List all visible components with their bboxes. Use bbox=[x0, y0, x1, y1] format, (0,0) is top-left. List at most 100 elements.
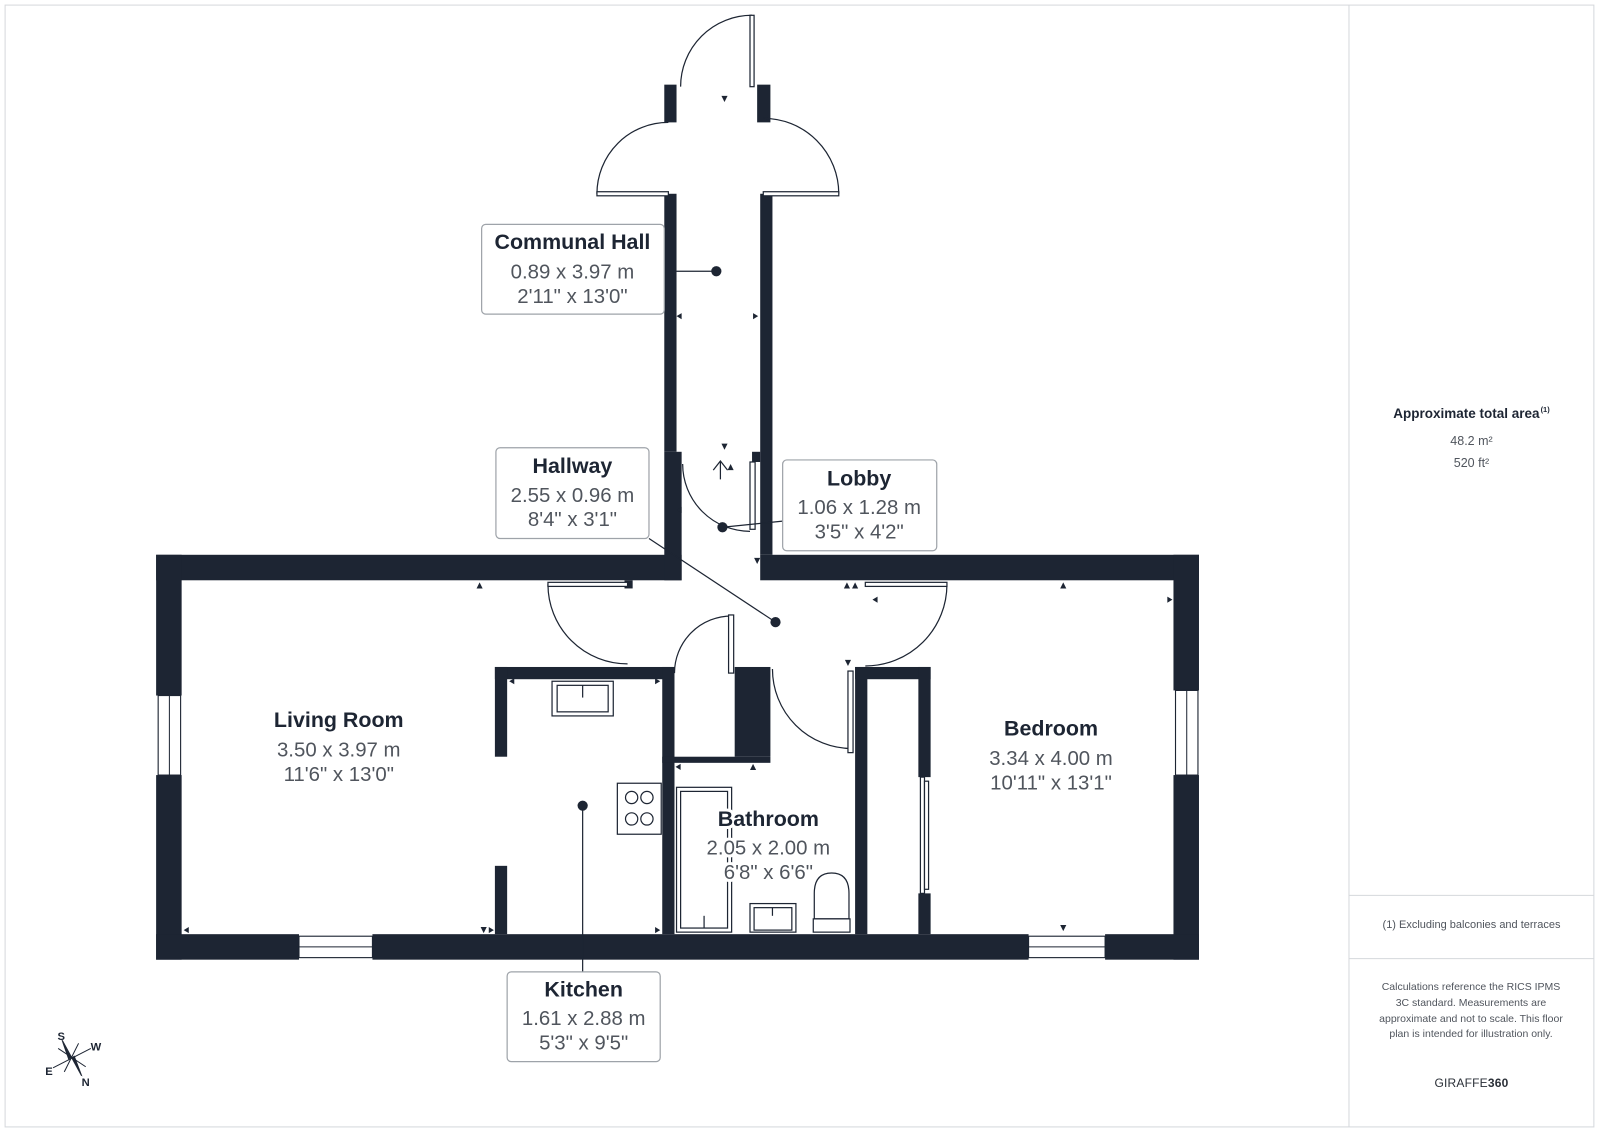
room-dimensions-imperial: 11'6" x 13'0" bbox=[284, 764, 394, 786]
wall-segment bbox=[1173, 554, 1199, 691]
wall-segment bbox=[156, 554, 682, 581]
wall-segment bbox=[760, 193, 773, 555]
toilet-icon bbox=[812, 872, 851, 933]
dimension-marker bbox=[750, 763, 757, 770]
footnote-marker: (1) bbox=[1540, 405, 1550, 414]
room-label-hallway: Hallway 2.55 x 0.96 m 8'4" x 3'1" bbox=[495, 447, 650, 540]
room-name: Living Room bbox=[274, 708, 404, 732]
door-communal-right bbox=[762, 117, 840, 197]
dimension-marker bbox=[844, 659, 852, 666]
room-pin-hallway bbox=[648, 537, 781, 628]
dimension-marker bbox=[721, 95, 728, 102]
wall-segment bbox=[760, 554, 1199, 581]
wall-segment bbox=[156, 554, 182, 696]
wall-segment bbox=[494, 666, 508, 757]
room-dimensions-imperial: 2'11" x 13'0" bbox=[517, 286, 627, 308]
wall-segment bbox=[855, 666, 868, 935]
room-dimensions-metric: 1.61 x 2.88 m bbox=[522, 1008, 646, 1030]
wall-segment bbox=[664, 451, 682, 581]
door-bedroom bbox=[864, 581, 948, 667]
dimension-marker bbox=[1060, 924, 1067, 932]
room-label-bathroom: Bathroom 2.05 x 2.00 m 6'8" x 6'6" bbox=[704, 804, 834, 887]
room-dimensions-imperial: 5'3" x 9'5" bbox=[539, 1032, 628, 1054]
room-pin-communal-hall bbox=[676, 266, 722, 277]
total-area-heading: Approximate total area(1) bbox=[1349, 405, 1594, 421]
room-dimensions-metric: 3.34 x 4.00 m bbox=[989, 748, 1113, 770]
wall-segment bbox=[664, 84, 677, 123]
door-jamb bbox=[624, 580, 633, 589]
wall-segment bbox=[494, 666, 674, 680]
room-label-bedroom: Bedroom 3.34 x 4.00 m 10'11" x 13'1" bbox=[989, 716, 1113, 794]
room-name: Communal Hall bbox=[495, 230, 651, 254]
wall-segment bbox=[372, 934, 1029, 960]
wall-segment bbox=[156, 775, 182, 960]
dimension-marker bbox=[872, 596, 878, 603]
dimension-marker bbox=[676, 506, 682, 513]
dimension-marker bbox=[852, 582, 859, 589]
room-label-communal-hall: Communal Hall 0.89 x 3.97 m 2'11" x 13'0… bbox=[481, 223, 665, 315]
total-area-metric: 48.2 m² bbox=[1450, 434, 1493, 448]
bath-icon bbox=[675, 786, 733, 933]
wall-segment bbox=[662, 666, 675, 935]
compass-label-north: N bbox=[82, 1077, 90, 1089]
window-bedroom-side bbox=[1174, 689, 1199, 776]
room-pin-lobby bbox=[717, 520, 783, 533]
room-dimensions-imperial: 3'5" x 4'2" bbox=[815, 521, 904, 543]
hob-icon bbox=[616, 782, 662, 835]
compass-icon bbox=[52, 1039, 92, 1077]
entrance-arrow-icon bbox=[712, 459, 729, 480]
brand-suffix: 360 bbox=[1487, 1076, 1509, 1090]
room-name: Kitchen bbox=[544, 977, 623, 1001]
dimension-marker bbox=[655, 678, 661, 685]
wardrobe-sliding-doors bbox=[919, 776, 930, 894]
footnote: (1) Excluding balconies and terraces bbox=[1382, 919, 1561, 931]
wall-segment bbox=[494, 865, 508, 935]
door-communal-left bbox=[596, 121, 669, 197]
wall-segment bbox=[918, 666, 931, 778]
room-dimensions-metric: 3.50 x 3.97 m bbox=[277, 740, 401, 762]
dimension-marker bbox=[676, 313, 682, 320]
door-living-room bbox=[547, 581, 629, 665]
info-panel: Approximate total area(1) 48.2 m² 520 ft… bbox=[1349, 0, 1594, 1131]
room-name: Bedroom bbox=[1004, 716, 1098, 740]
dimension-marker bbox=[655, 927, 661, 934]
room-label-kitchen: Kitchen 1.61 x 2.88 m 5'3" x 9'5" bbox=[506, 971, 661, 1063]
wall-segment bbox=[855, 666, 931, 680]
wall-segment bbox=[664, 193, 677, 452]
wall-segment bbox=[1173, 775, 1199, 960]
door-bathroom bbox=[771, 669, 854, 754]
room-label-living-room: Living Room 3.50 x 3.97 m 11'6" x 13'0" bbox=[274, 708, 404, 786]
total-area-imperial: 520 ft² bbox=[1453, 456, 1490, 470]
room-name: Lobby bbox=[827, 466, 891, 490]
wall-segment bbox=[662, 756, 771, 763]
dimension-marker bbox=[727, 464, 734, 471]
dimension-marker bbox=[753, 313, 759, 320]
dimension-marker bbox=[480, 927, 487, 934]
room-name: Hallway bbox=[533, 454, 613, 478]
brand-logo: GIRAFFE360 bbox=[1349, 1076, 1594, 1090]
dimension-marker bbox=[843, 582, 850, 589]
brand-name: GIRAFFE bbox=[1434, 1076, 1488, 1090]
dimension-marker bbox=[1060, 582, 1067, 589]
dimension-marker bbox=[509, 678, 515, 685]
total-area-label: Approximate total area bbox=[1393, 406, 1540, 421]
room-label-lobby: Lobby 1.06 x 1.28 m 3'5" x 4'2" bbox=[782, 459, 938, 552]
window-bedroom-front bbox=[1028, 935, 1106, 959]
compass-label-east: E bbox=[45, 1066, 53, 1078]
window-living-room-side bbox=[157, 694, 182, 776]
dimension-marker bbox=[488, 927, 494, 934]
door-lobby bbox=[682, 461, 756, 532]
bathroom-sink-icon bbox=[749, 902, 797, 933]
dimension-markers bbox=[183, 95, 1173, 934]
page-frame bbox=[4, 4, 1595, 1128]
room-name: Bathroom bbox=[718, 807, 819, 831]
compass-label-west: W bbox=[91, 1041, 102, 1053]
dimension-marker bbox=[1167, 596, 1173, 603]
sink-icon bbox=[551, 680, 614, 717]
wall-segment bbox=[734, 666, 771, 757]
wall-segment bbox=[1105, 934, 1199, 960]
dimension-marker bbox=[675, 763, 681, 770]
room-dimensions-metric: 2.05 x 2.00 m bbox=[707, 838, 831, 860]
